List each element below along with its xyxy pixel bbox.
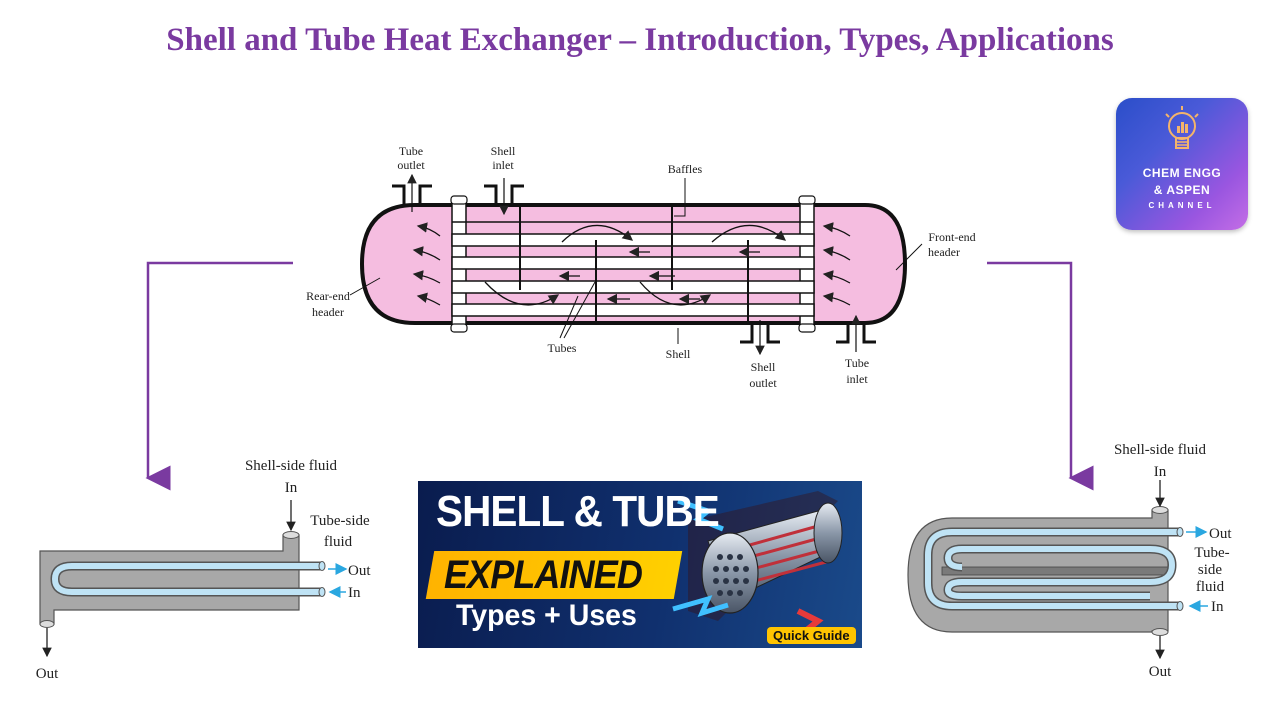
right-label-out-right: Out [1209, 526, 1232, 542]
label-shell-outlet-2: outlet [749, 376, 777, 390]
left-exchanger-diagram: Shell-side fluid In Tube-side fluid Out … [36, 458, 372, 682]
thumbnail-subtitle: Types + Uses [456, 599, 637, 632]
connector-right [987, 261, 1094, 491]
nozzles [392, 184, 876, 344]
label-rear-end-2: header [312, 305, 344, 319]
label-front-end-1: Front-end [928, 230, 975, 244]
right-shell-inlet-nozzle [1151, 506, 1169, 514]
page-title: Shell and Tube Heat Exchanger – Introduc… [166, 22, 1114, 58]
left-label-shell-side: Shell-side fluid [245, 458, 338, 474]
label-shell-outlet-1: Shell [751, 360, 776, 374]
left-shell-outlet-nozzle [39, 620, 55, 628]
left-label-out-bottom: Out [36, 666, 59, 682]
label-front-end-2: header [928, 245, 960, 259]
right-label-tube-side-1: Tube- [1194, 545, 1229, 561]
flange-bolts [450, 195, 816, 333]
left-label-tube-side-2: fluid [324, 534, 353, 550]
right-label-in-top: In [1154, 464, 1167, 480]
thumbnail-title: SHELL & TUBE [436, 487, 720, 536]
label-tubes: Tubes [548, 341, 577, 355]
lightbulb-icon [1165, 106, 1199, 149]
quick-guide-badge: Quick Guide [767, 627, 856, 644]
logo-line1: CHEM ENGG [1142, 166, 1222, 180]
label-shell: Shell [666, 347, 691, 361]
right-utube-outer-fluid [925, 529, 1180, 609]
main-exchanger-diagram: Tube outlet Shell inlet Baffles Front-en… [306, 144, 976, 390]
right-label-out-bottom: Out [1149, 664, 1172, 680]
right-exchanger-diagram: Shell-side fluid In Out Tube- side fluid… [907, 442, 1232, 680]
left-utube-fluid [51, 563, 322, 595]
right-label-tube-side-2: side [1198, 562, 1223, 578]
label-tube-inlet-1: Tube [845, 356, 869, 370]
right-label-in-right: In [1211, 599, 1224, 615]
video-thumbnail[interactable]: SHELL & TUBE EXPLAINED Types + Uses Quic… [418, 481, 862, 648]
right-label-shell-side: Shell-side fluid [1114, 442, 1207, 458]
left-label-in-right: In [348, 585, 361, 601]
thumbnail-explained: EXPLAINED [444, 553, 643, 597]
label-tube-inlet-2: inlet [846, 372, 868, 386]
leader-lines [349, 178, 923, 344]
rear-header-arrows [412, 222, 441, 306]
logo-line2: & ASPEN [1153, 183, 1211, 197]
heat-exchanger-illustration [672, 491, 843, 640]
left-shell [39, 534, 300, 625]
front-header-arrows [822, 222, 851, 306]
left-shell-inlet-nozzle [282, 531, 300, 539]
connector-left [145, 261, 293, 491]
label-baffles: Baffles [668, 162, 703, 176]
left-label-tube-side-1: Tube-side [310, 513, 370, 529]
tube-flow-arrows [558, 246, 760, 305]
label-tube-outlet-2: outlet [397, 158, 425, 172]
label-shell-inlet-2: inlet [492, 158, 514, 172]
label-rear-end-1: Rear-end [306, 289, 350, 303]
label-tube-outlet-1: Tube [399, 144, 423, 158]
right-label-tube-side-3: fluid [1196, 579, 1225, 595]
logo-line3: CHANNEL [1148, 201, 1216, 210]
shell-flow-arrows [484, 224, 787, 306]
right-shell-outlet-nozzle [1151, 628, 1169, 636]
label-shell-inlet-1: Shell [491, 144, 516, 158]
left-label-out-right: Out [348, 563, 371, 579]
channel-logo: CHEM ENGG & ASPEN CHANNEL [1116, 98, 1248, 230]
left-label-in-top: In [285, 480, 298, 496]
right-partition [941, 566, 1169, 576]
